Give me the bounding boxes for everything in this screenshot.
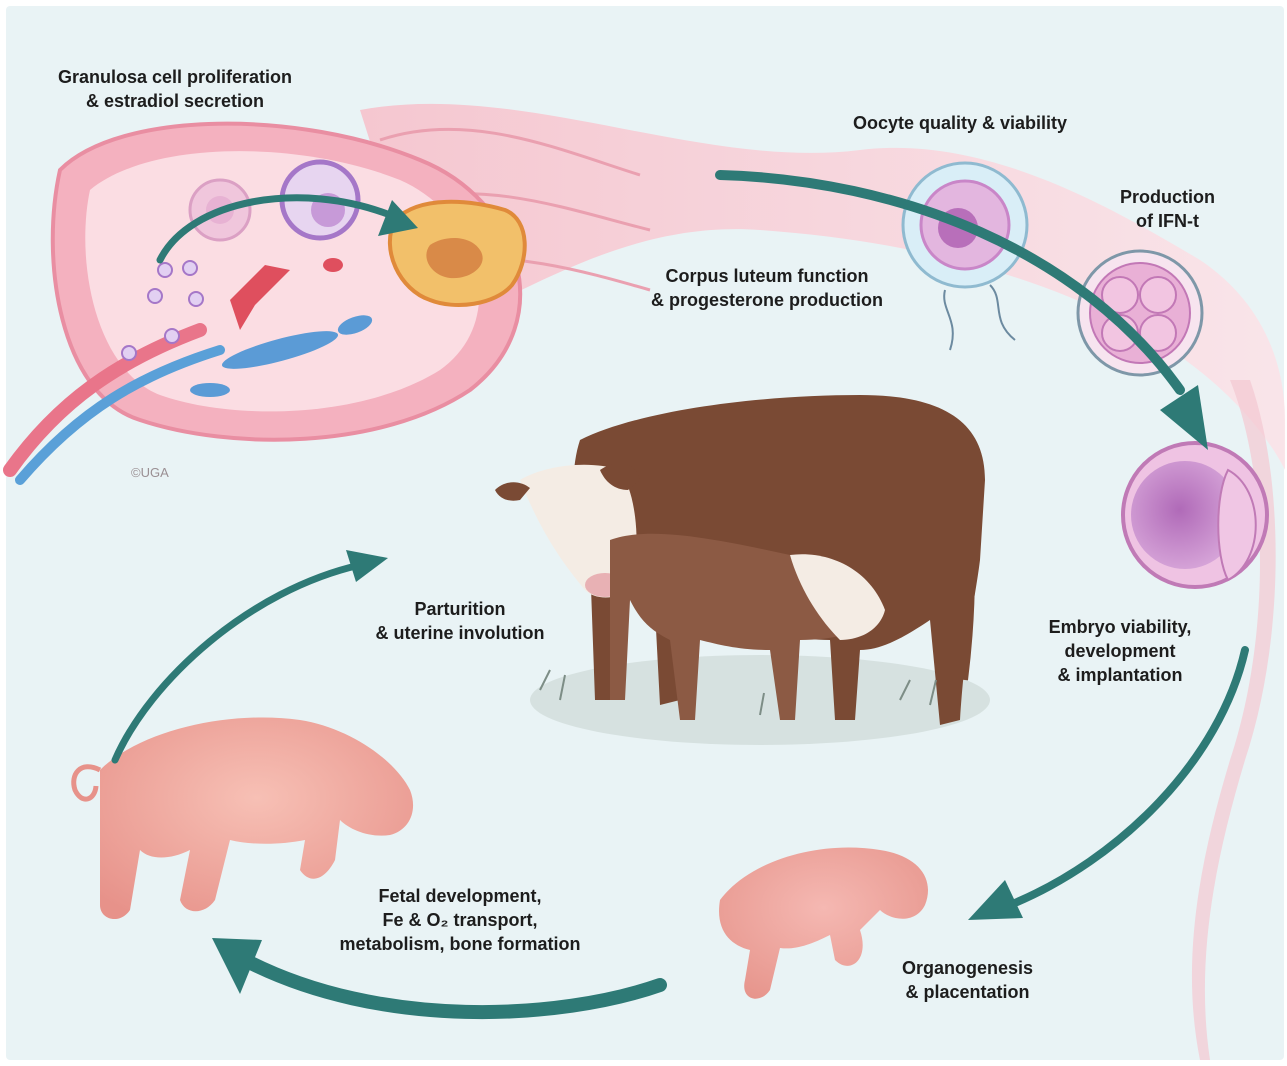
corpus-luteum — [390, 202, 525, 305]
label-corpus-luteum: Corpus luteum function & progesterone pr… — [626, 264, 908, 312]
label-organogenesis: Organogenesis & placentation — [885, 956, 1050, 1004]
label-fetal: Fetal development, Fe & O₂ transport, me… — [320, 884, 600, 956]
label-parturition: Parturition & uterine involution — [355, 597, 565, 645]
label-ifn: Production of IFN-t — [1095, 185, 1240, 233]
arrowhead-blastocyst — [1160, 385, 1208, 450]
copyright-credit: ©UGA — [131, 465, 169, 480]
label-granulosa: Granulosa cell proliferation & estradiol… — [40, 65, 310, 113]
cow-and-calf — [495, 395, 990, 745]
label-oocyte: Oocyte quality & viability — [830, 111, 1090, 135]
morula — [1078, 251, 1202, 375]
label-embryo: Embryo viability, development & implanta… — [1030, 615, 1210, 687]
arrowhead-parturition — [346, 550, 388, 582]
blastocyst — [1123, 443, 1267, 587]
oocyte — [903, 163, 1027, 350]
